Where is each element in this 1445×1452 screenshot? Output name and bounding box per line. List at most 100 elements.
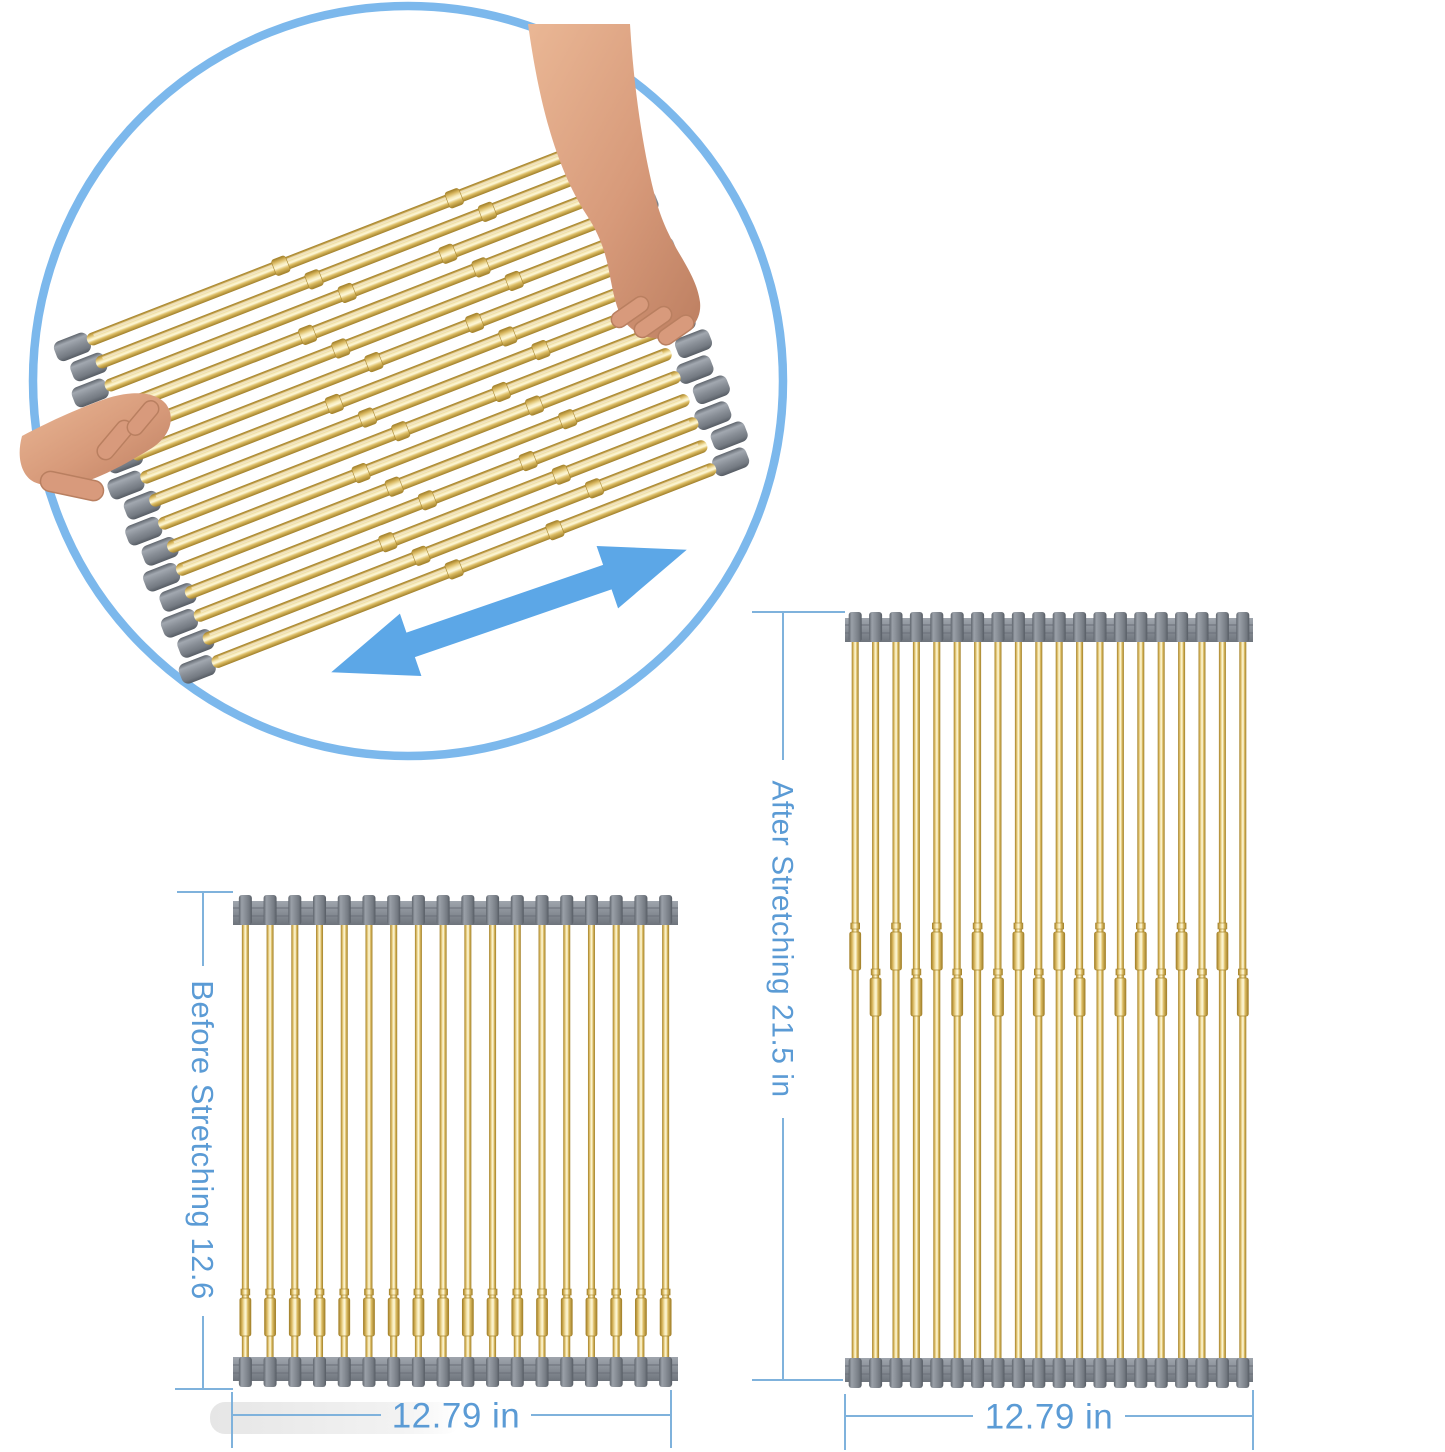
- rod: [365, 925, 373, 1357]
- rod-highlight: [128, 235, 619, 429]
- rail-stripe: [845, 1365, 1253, 1367]
- silicone-cap: [848, 612, 862, 642]
- silicone-cap: [609, 1357, 623, 1387]
- rod: [563, 925, 571, 1357]
- after-width-label: 12.79 in: [985, 1397, 1114, 1436]
- silicone-cap: [889, 1358, 903, 1388]
- rod-collar: [512, 1288, 523, 1296]
- rod-highlight: [93, 143, 583, 337]
- rod-highlight: [119, 212, 610, 406]
- silicone-cap: [387, 895, 401, 925]
- top-rail: [845, 618, 1253, 642]
- silicone-cap: [461, 1357, 475, 1387]
- rod-collar: [1197, 968, 1207, 976]
- rod-joint: [331, 338, 351, 359]
- rod: [211, 463, 717, 668]
- silicone-cap: [411, 1357, 425, 1387]
- silicone-cap: [1113, 1358, 1127, 1388]
- rod-collar: [891, 922, 901, 930]
- right-arm-illustration: [528, 24, 701, 346]
- silicone-cap: [659, 1357, 673, 1387]
- rod: [933, 642, 941, 1358]
- silicone-cap: [288, 895, 302, 925]
- rod-highlight: [137, 258, 628, 452]
- rod-joint: [1216, 931, 1229, 971]
- rod: [1096, 642, 1104, 1358]
- rod-joint: [358, 407, 377, 428]
- silicone-cap: [1052, 1358, 1066, 1388]
- rod-joint: [313, 1297, 326, 1337]
- rod-joint: [531, 340, 551, 361]
- rolled-mat-illustration: [53, 125, 750, 684]
- rod-collar: [1074, 968, 1085, 976]
- rod-collar: [660, 1288, 671, 1296]
- silicone-cap: [1073, 1358, 1087, 1388]
- silicone-cap: [1154, 1358, 1168, 1388]
- rail-stripe: [233, 1364, 678, 1366]
- silicone-cap: [1032, 1358, 1046, 1388]
- silicone-cap: [1175, 612, 1189, 642]
- rod-collar: [911, 968, 922, 976]
- rod-joint: [465, 312, 485, 333]
- rod-joint: [849, 931, 862, 971]
- rod-collar: [1156, 968, 1166, 976]
- rod-joint: [545, 520, 565, 541]
- silicone-cap: [143, 562, 181, 592]
- finger-illustration: [633, 305, 673, 339]
- rod-joint: [304, 269, 324, 290]
- rod: [414, 925, 422, 1357]
- rod: [86, 140, 592, 346]
- rod-joint: [1134, 931, 1147, 971]
- rod-joint: [271, 255, 291, 276]
- silicone-cap: [263, 1357, 277, 1387]
- rod-collar: [1013, 922, 1024, 930]
- rod: [637, 925, 645, 1357]
- rod-joint: [1236, 977, 1249, 1017]
- rod-collar: [413, 1288, 424, 1296]
- rod-joint: [471, 257, 491, 278]
- rod-joint: [1073, 977, 1086, 1017]
- rod-collar: [1217, 922, 1228, 930]
- silicone-cap: [1134, 1358, 1148, 1388]
- rod: [1055, 642, 1063, 1358]
- top-rail: [233, 901, 678, 925]
- silicone-cap: [510, 895, 524, 925]
- silicone-cap: [178, 655, 216, 684]
- rod-collar: [1054, 922, 1064, 930]
- rod-collar: [972, 922, 983, 930]
- rod: [439, 925, 447, 1357]
- silicone-cap: [609, 895, 623, 925]
- rod-joint: [1175, 931, 1188, 971]
- rod: [175, 371, 681, 576]
- silicone-cap: [313, 895, 327, 925]
- rod-joint: [378, 532, 398, 553]
- rack-shadow: [210, 1402, 460, 1434]
- rod-highlight: [173, 351, 663, 544]
- rod: [1178, 642, 1186, 1358]
- rod-collar: [931, 922, 942, 930]
- silicone-cap: [71, 378, 109, 408]
- before-rack: [233, 895, 678, 1387]
- rod-collar: [1176, 922, 1187, 930]
- silicone-cap: [659, 895, 673, 925]
- rod: [538, 925, 546, 1357]
- rod-collar: [1115, 968, 1126, 976]
- stretch-arrow-icon: [331, 545, 687, 677]
- rod-joint: [1053, 931, 1066, 971]
- before-diagram: Before Stretching 12.6 12.79 in: [175, 891, 678, 1448]
- rod: [1218, 642, 1226, 1358]
- rod-joint: [930, 931, 943, 971]
- rod-collar: [586, 1288, 597, 1296]
- rod-collar: [1238, 968, 1248, 976]
- silicone-cap: [313, 1357, 327, 1387]
- rod-collar: [339, 1288, 350, 1296]
- rod-joint: [363, 1297, 375, 1337]
- rail-stripe: [845, 1373, 1253, 1375]
- silicone-cap: [1113, 612, 1127, 642]
- rod: [122, 232, 628, 438]
- rod-joint: [551, 464, 571, 485]
- rod-joint: [560, 1297, 573, 1337]
- rail-stripe: [845, 632, 1253, 634]
- before-width-dimension: 12.79 in: [231, 1390, 672, 1448]
- rod: [149, 302, 654, 507]
